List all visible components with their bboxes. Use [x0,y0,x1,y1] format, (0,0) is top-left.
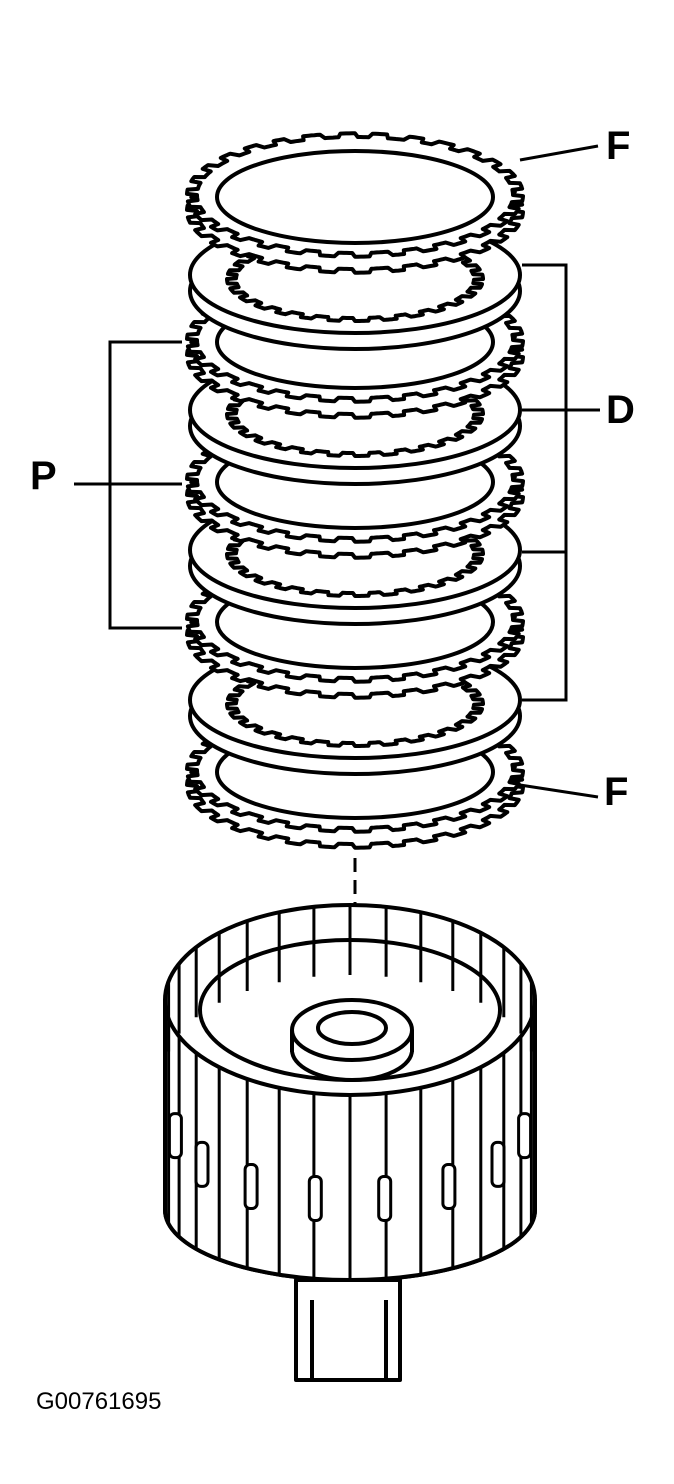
clutch-plate [185,131,525,275]
drum-oil-slot [517,1112,533,1160]
drum-oil-slot [194,1140,210,1188]
callout-p-plates: P [30,454,57,498]
drum-oil-slot [167,1112,183,1160]
leader-f-top [519,144,599,162]
figure-id-label: G00761695 [36,1388,162,1415]
hub-shaft-edges [310,1300,388,1380]
clutch-hub-drum [163,903,537,1382]
clutch-plate-stack [185,131,525,850]
plate-bore [215,149,495,245]
bracket-d [522,263,568,702]
drum-oil-slot [441,1163,457,1210]
hub-bore [316,1010,388,1046]
drum-oil-slot [243,1163,259,1210]
callout-f-top-plate: F [606,124,631,168]
drum-oil-slot [307,1175,323,1222]
drum-oil-slot [377,1175,393,1222]
callout-d-plates: D [606,388,635,432]
callout-f-bottom-plate: F [604,770,629,814]
leader-f-bottom [519,783,599,799]
drum-oil-slot [490,1140,506,1188]
